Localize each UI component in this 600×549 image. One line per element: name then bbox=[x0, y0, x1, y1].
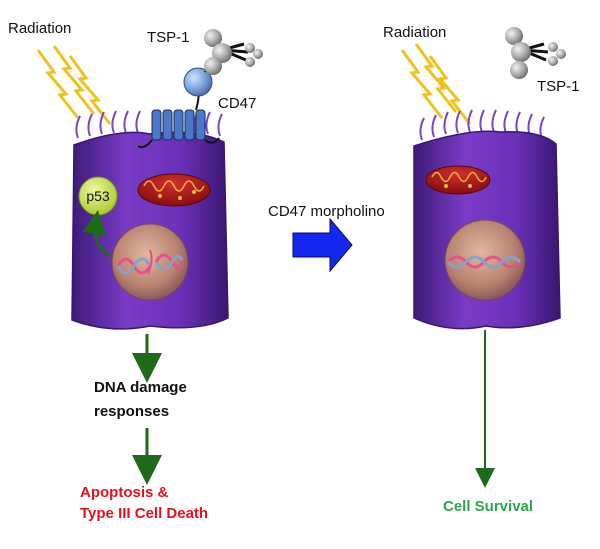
lightning-bolt-icon bbox=[36, 44, 112, 126]
treatment-label: CD47 morpholino bbox=[268, 203, 385, 220]
tsp1-label-left: TSP-1 bbox=[147, 29, 190, 46]
dna-damage-line2: responses bbox=[94, 403, 169, 420]
mitochondrion-right bbox=[425, 165, 491, 195]
outcome-death-line1: Apoptosis & bbox=[80, 484, 168, 501]
outcome-death-line2: Type III Cell Death bbox=[80, 505, 208, 522]
treatment-arrow bbox=[292, 217, 353, 273]
nucleus-left bbox=[111, 223, 189, 301]
dna-damage-line1: DNA damage bbox=[94, 379, 187, 396]
transmembrane-receptor-icon bbox=[137, 87, 220, 149]
outcome-survival: Cell Survival bbox=[443, 498, 533, 515]
tsp1-label-right: TSP-1 bbox=[537, 78, 580, 95]
trimer-protein-icon bbox=[505, 27, 566, 79]
left-panel: Radiation bbox=[8, 20, 263, 522]
radiation-label-right: Radiation bbox=[383, 24, 446, 41]
cd47-label: CD47 bbox=[218, 95, 256, 112]
p53-label: p53 bbox=[86, 188, 110, 204]
trimer-protein-icon bbox=[204, 29, 263, 75]
p53-activation-arrow bbox=[82, 210, 111, 258]
radiation-label-left: Radiation bbox=[8, 20, 71, 37]
mitochondrion-left bbox=[137, 173, 211, 207]
microvilli-left bbox=[75, 110, 223, 139]
right-panel: Radiation bbox=[383, 24, 580, 515]
cd47-protein bbox=[183, 67, 213, 97]
nucleus-right bbox=[444, 219, 526, 301]
treatment-arrow-group: CD47 morpholino bbox=[268, 203, 385, 273]
